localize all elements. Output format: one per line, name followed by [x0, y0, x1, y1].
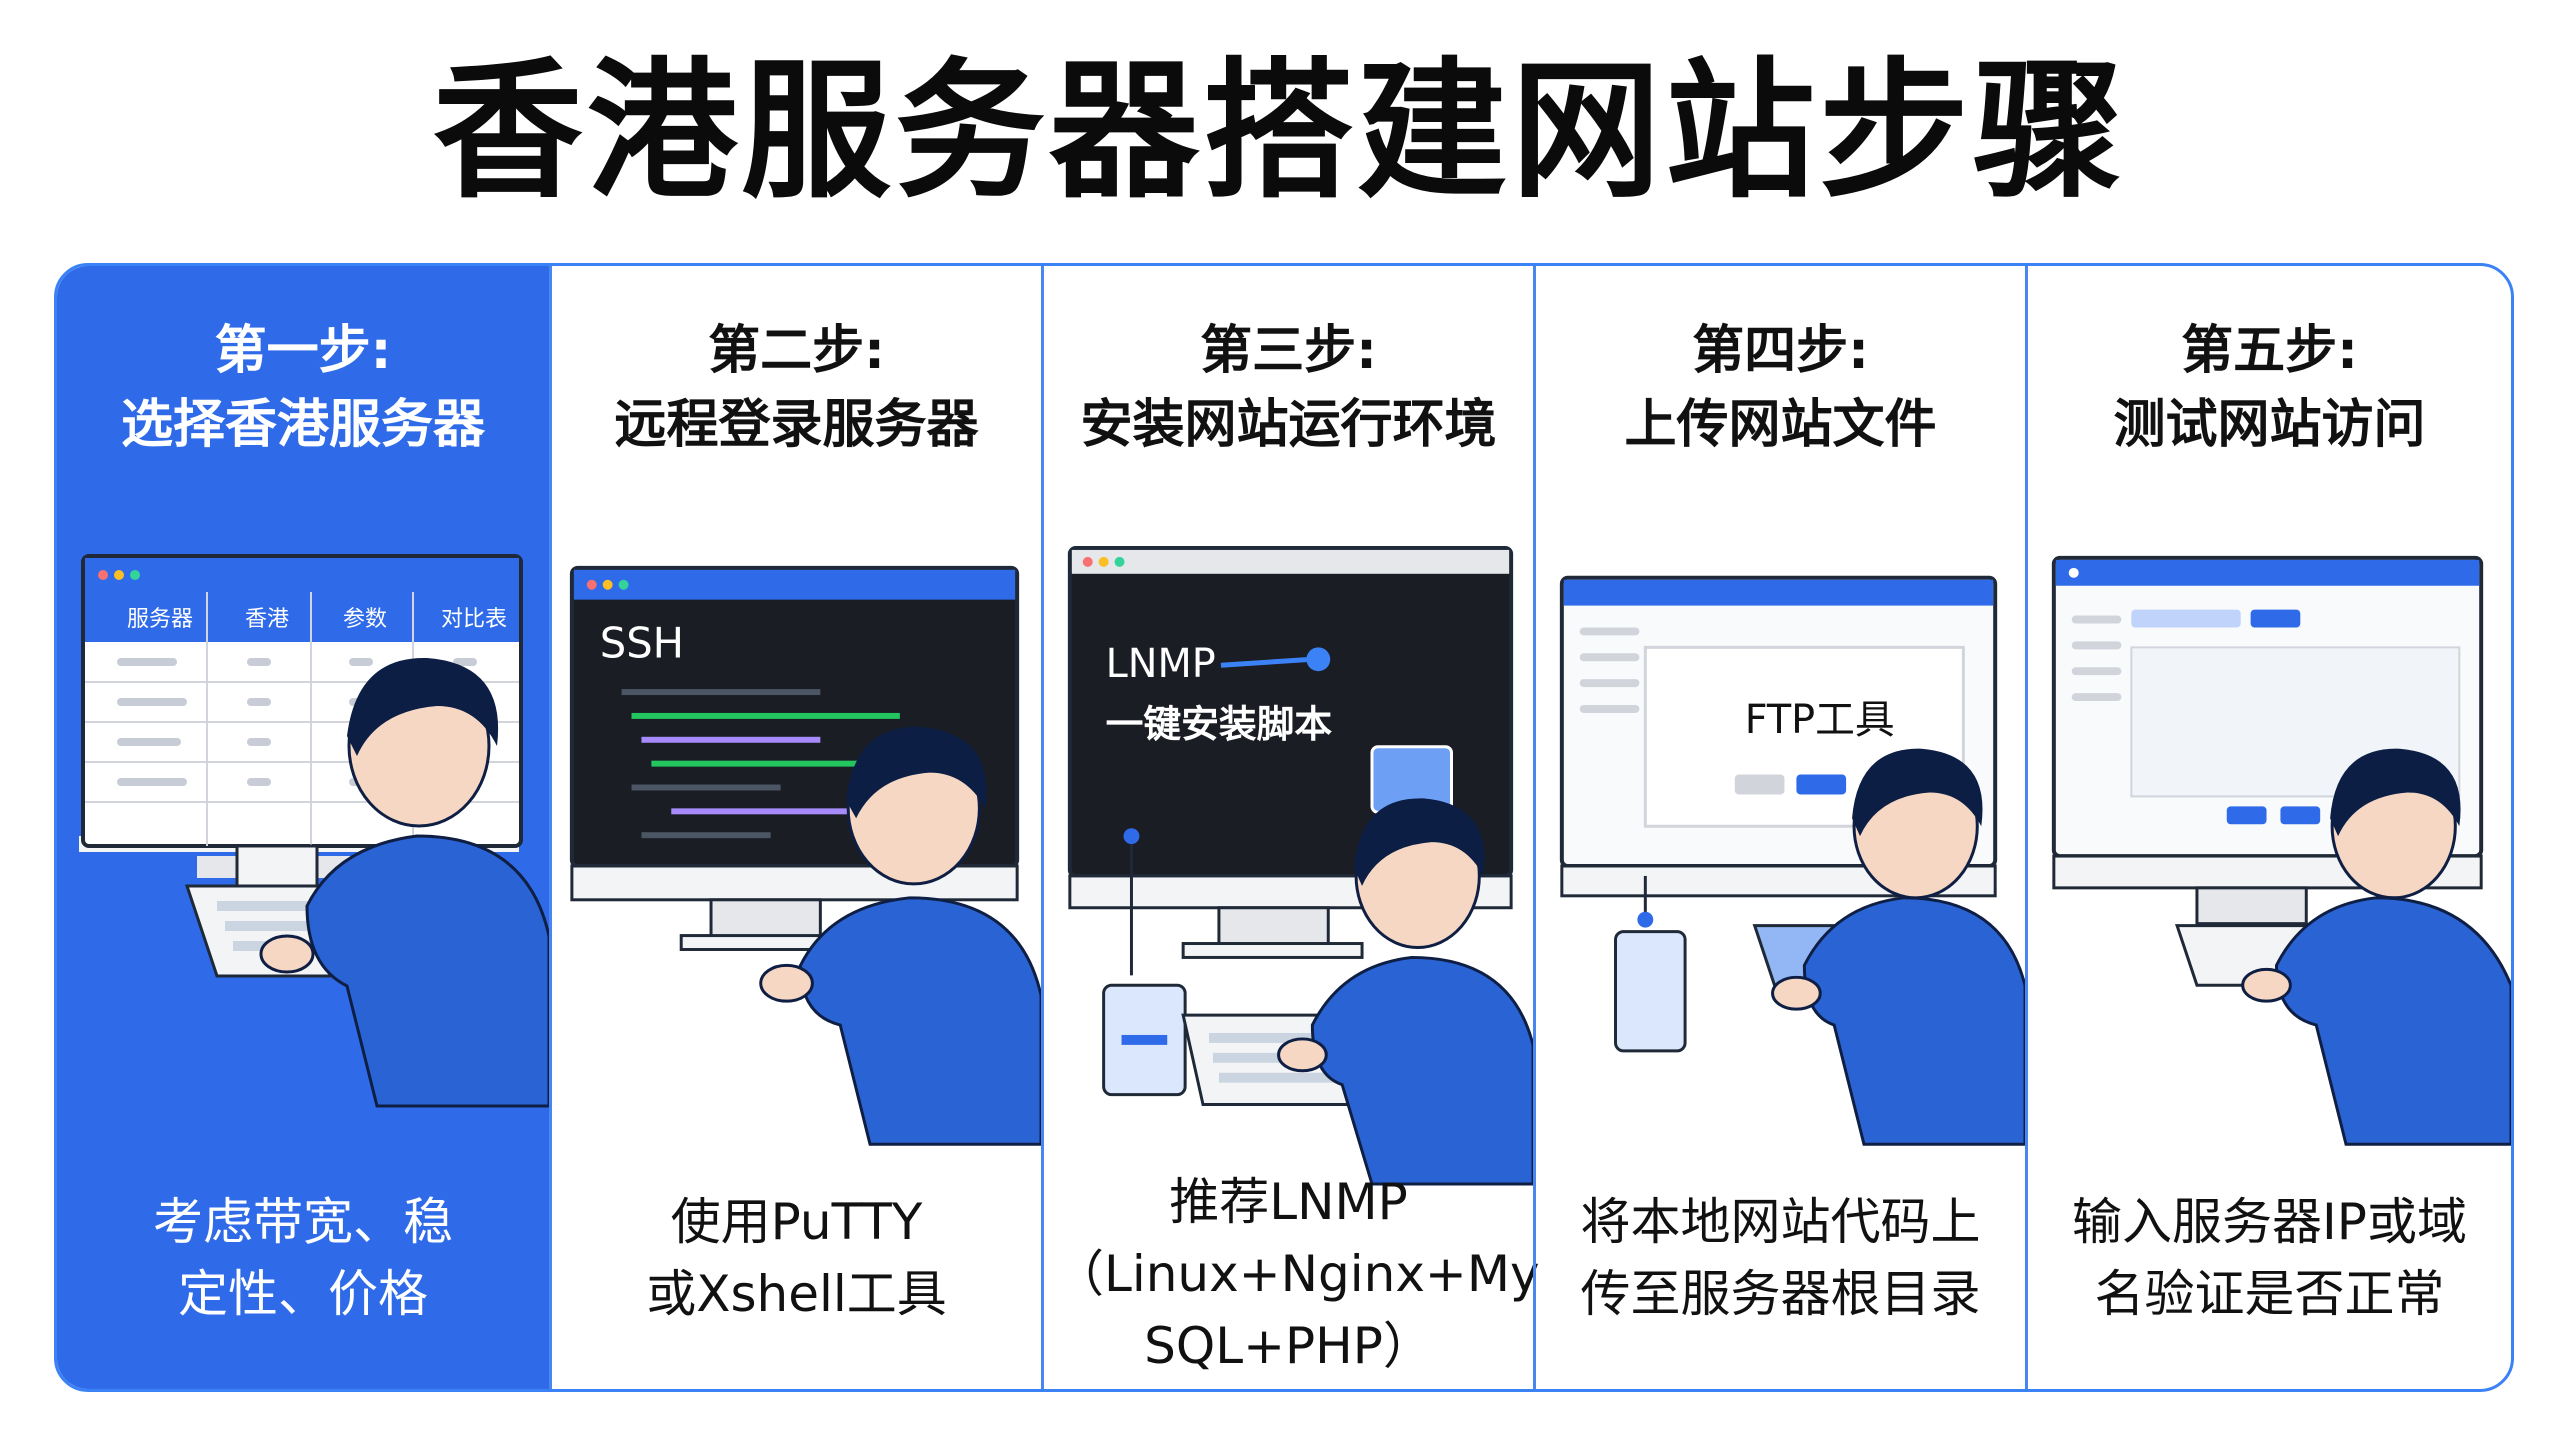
- step-3-label: 第三步:: [1200, 321, 1377, 381]
- step-2-heading: 第二步: 远程登录服务器: [552, 314, 1041, 462]
- user-figure: [259, 657, 549, 1108]
- confirm-button: [1796, 774, 1847, 795]
- window-dot-icon: [618, 579, 629, 590]
- address-bar: [2131, 609, 2241, 628]
- window-dot-icon: [98, 570, 108, 580]
- ssh-terminal-monitor-illustration: SSH: [569, 565, 1041, 1146]
- browser-test-monitor-illustration: [2051, 555, 2511, 1146]
- step-1-description: 考虑带宽、稳 定性、价格: [153, 1193, 453, 1323]
- cancel-button: [1734, 774, 1785, 795]
- step-5-heading: 第五步: 测试网站访问: [2028, 314, 2511, 462]
- step-1-label: 第一步:: [214, 321, 392, 381]
- install-script-label: 一键安装脚本: [1106, 702, 1333, 746]
- step-2-label: 第二步:: [708, 321, 885, 381]
- step-4-card: 第四步: 上传网站文件 FTP工具: [1533, 266, 2025, 1389]
- step-5-title: 测试网站访问: [2113, 395, 2426, 455]
- step-4-title: 上传网站文件: [1624, 395, 1937, 455]
- table-header-4: 对比表: [441, 607, 507, 632]
- window-dot-icon: [1098, 556, 1109, 567]
- window-dot-icon: [602, 579, 613, 590]
- ftp-upload-monitor-illustration: FTP工具: [1559, 575, 2025, 1146]
- step-1-heading: 第一步: 选择香港服务器: [57, 314, 549, 462]
- step-3-card: 第三步: 安装网站运行环境 LNMP 一键安装脚本: [1041, 266, 1540, 1389]
- window-dot-icon: [1114, 556, 1125, 567]
- table-header-3: 参数: [343, 607, 387, 632]
- ok-button: [2226, 806, 2267, 825]
- user-figure: [759, 726, 1041, 1146]
- step-4-heading: 第四步: 上传网站文件: [1536, 314, 2025, 462]
- user-figure: [1277, 798, 1533, 1186]
- user-figure: [1771, 748, 2025, 1146]
- step-3-description: 推荐LNMP （Linux+Nginx+My SQL+PHP）: [1054, 1173, 1540, 1375]
- step-4-description: 将本地网站代码上 传至服务器根目录: [1580, 1193, 1981, 1323]
- step-4-label: 第四步:: [1692, 321, 1869, 381]
- step-1-card: 第一步: 选择香港服务器 服务器 香港 参数 对比表: [57, 266, 549, 1389]
- window-dot-icon: [1082, 556, 1093, 567]
- go-button: [2250, 609, 2301, 628]
- database-server: [1102, 828, 1187, 1097]
- window-dot-icon: [586, 579, 597, 590]
- step-2-title: 远程登录服务器: [614, 395, 979, 455]
- ftp-tool-label: FTP工具: [1745, 697, 1895, 743]
- page-title: 香港服务器搭建网站步骤: [432, 45, 2127, 219]
- window-dot-icon: [2068, 567, 2079, 578]
- arrow-line: [1220, 656, 1313, 668]
- comparison-table-monitor-illustration: 服务器 香港 参数 对比表: [79, 554, 549, 1108]
- step-5-card: 第五步: 测试网站访问: [2025, 266, 2511, 1389]
- window-dot-icon: [114, 570, 124, 580]
- lnmp-install-monitor-illustration: LNMP 一键安装脚本: [1067, 546, 1533, 1186]
- ssh-label: SSH: [600, 618, 684, 667]
- step-2-card: 第二步: 远程登录服务器 SSH: [549, 266, 1041, 1389]
- steps-panel: 第一步: 选择香港服务器 服务器 香港 参数 对比表: [54, 263, 2514, 1392]
- local-device: [1614, 875, 1687, 1053]
- step-5-label: 第五步:: [2181, 321, 2358, 381]
- step-3-title: 安装网站运行环境: [1080, 395, 1497, 455]
- step-2-description: 使用PuTTY 或Xshell工具: [646, 1193, 947, 1323]
- user-figure: [2241, 748, 2511, 1146]
- submit-button: [2280, 806, 2321, 825]
- arrow-head-icon: [1306, 647, 1331, 672]
- step-1-title: 选择香港服务器: [120, 395, 485, 455]
- step-3-heading: 第三步: 安装网站运行环境: [1044, 314, 1533, 462]
- table-header-1: 服务器: [127, 607, 193, 632]
- monitor: [2051, 555, 2484, 926]
- table-header-2: 香港: [245, 607, 289, 632]
- file-server-icon: [1614, 930, 1687, 1053]
- window-dot-icon: [130, 570, 140, 580]
- lnmp-label: LNMP: [1106, 641, 1216, 687]
- step-5-description: 输入服务器IP或域 名验证是否正常: [2072, 1193, 2467, 1323]
